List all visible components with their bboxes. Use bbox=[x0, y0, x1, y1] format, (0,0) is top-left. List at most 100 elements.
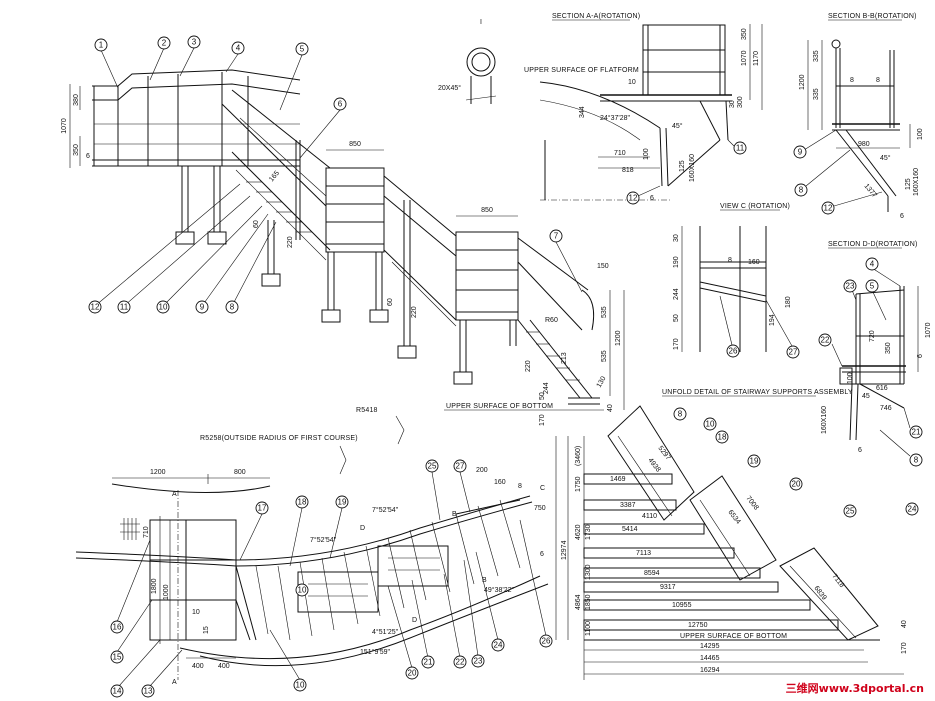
svg-text:10: 10 bbox=[296, 681, 305, 690]
svg-text:21: 21 bbox=[424, 658, 433, 667]
svg-text:13: 13 bbox=[144, 687, 153, 696]
svg-text:16: 16 bbox=[113, 623, 122, 632]
callout-6: 6 bbox=[333, 97, 347, 111]
b-dim-100: 100 bbox=[917, 128, 924, 140]
svg-text:4: 4 bbox=[870, 260, 875, 269]
detail-i-title: I bbox=[480, 19, 482, 26]
view-c: VIEW C (ROTATION) 30 190 8 160 244 50 17… bbox=[673, 203, 800, 359]
label-r5418: R5418 bbox=[356, 407, 378, 414]
d-callout-8: 8 bbox=[909, 453, 923, 467]
u-dim-4620: 4620 bbox=[575, 524, 582, 540]
watermark-text: 三维网www.3dportal.cn bbox=[786, 681, 924, 695]
unfold-title: UNFOLD DETAIL OF STAIRWAY SUPPORTS ASSEM… bbox=[662, 389, 853, 396]
svg-text:17: 17 bbox=[258, 504, 267, 513]
u-dim-4864: 4864 bbox=[575, 594, 582, 610]
a-callout-12: 12 bbox=[626, 191, 640, 205]
d-callout-22: 22 bbox=[818, 333, 832, 347]
svg-text:20: 20 bbox=[408, 669, 417, 678]
callout-4: 4 bbox=[231, 41, 245, 55]
u-callout-24: 24 bbox=[905, 502, 919, 516]
section-mark-b-bottom: B bbox=[482, 577, 487, 584]
dim-220b: 220 bbox=[525, 360, 532, 372]
dim-40: 40 bbox=[607, 404, 614, 412]
dim-850a: 850 bbox=[349, 141, 361, 148]
c-dim-170: 170 bbox=[673, 338, 680, 350]
dim-6: 6 bbox=[86, 153, 90, 160]
p-dim-6: 6 bbox=[540, 551, 544, 558]
svg-text:22: 22 bbox=[821, 336, 830, 345]
p-dim-400b: 400 bbox=[218, 663, 230, 670]
b-dim-335b: 335 bbox=[813, 88, 820, 100]
p-callout-14: 14 bbox=[110, 684, 124, 698]
svg-text:22: 22 bbox=[456, 658, 465, 667]
d-dim-6b: 6 bbox=[858, 447, 862, 454]
p-callout-24: 24 bbox=[491, 638, 505, 652]
svg-text:26: 26 bbox=[542, 637, 551, 646]
c-dim-50: 50 bbox=[673, 314, 680, 322]
u-dim-1469: 1469 bbox=[610, 476, 626, 483]
b-callout-12: 12 bbox=[821, 201, 835, 215]
u-dim-12974: 12974 bbox=[561, 540, 568, 560]
p-dim-800: 800 bbox=[234, 469, 246, 476]
svg-text:24: 24 bbox=[494, 641, 503, 650]
a-dim-6: 6 bbox=[650, 195, 654, 202]
a-dim-45: 45° bbox=[672, 122, 683, 130]
p-dim-8: 8 bbox=[518, 483, 522, 490]
svg-text:7: 7 bbox=[554, 232, 559, 241]
p-callout-15: 15 bbox=[110, 650, 124, 664]
d-dim-160: 160X160 bbox=[821, 406, 828, 434]
b-dim-980: 980 bbox=[858, 141, 870, 148]
dim-60: 60 bbox=[253, 220, 260, 228]
dim-850b: 850 bbox=[481, 207, 493, 214]
b-dim-160: 160X160 bbox=[913, 168, 920, 196]
c-dim-244: 244 bbox=[673, 288, 680, 300]
d-dim-350: 350 bbox=[885, 342, 892, 354]
svg-text:11: 11 bbox=[736, 144, 745, 153]
u-dim-3460: (3460) bbox=[575, 446, 582, 466]
p-callout-20: 20 bbox=[405, 666, 419, 680]
svg-text:9: 9 bbox=[200, 303, 205, 312]
dim-350: 350 bbox=[73, 144, 80, 156]
svg-text:12: 12 bbox=[629, 194, 638, 203]
callout-2: 2 bbox=[157, 36, 171, 50]
dim-535a: 535 bbox=[601, 306, 608, 318]
a-dim-10: 10 bbox=[628, 79, 636, 86]
dim-60b: 60 bbox=[387, 298, 394, 306]
svg-text:19: 19 bbox=[750, 457, 759, 466]
a-dim-344: 344 bbox=[579, 106, 586, 118]
b-callout-9: 9 bbox=[793, 145, 807, 159]
dim-170: 170 bbox=[539, 414, 546, 426]
u-dim-7008: 7008 bbox=[744, 495, 759, 512]
u-dim-3387: 3387 bbox=[620, 502, 636, 509]
main-elevation: 1070 380 350 6 165 60 220 850 850 150 R6… bbox=[61, 69, 625, 426]
a-dim-160: 160X160 bbox=[689, 154, 696, 182]
dim-150: 150 bbox=[597, 263, 609, 270]
p-dim-angle-b: 7°52'54" bbox=[372, 506, 399, 514]
section-b-title: SECTION B-B(ROTATION) bbox=[828, 13, 917, 20]
label-r5258: R5258(OUTSIDE RADIUS OF FIRST COURSE) bbox=[200, 435, 358, 442]
u-callout-19: 19 bbox=[747, 454, 761, 468]
section-mark-a-bottom: A bbox=[172, 679, 177, 686]
u-callout-25: 25 bbox=[843, 504, 857, 518]
u-dim-8594: 8594 bbox=[644, 570, 660, 577]
dim-165: 165 bbox=[268, 170, 281, 184]
svg-text:21: 21 bbox=[912, 428, 921, 437]
a-dim-1170: 1170 bbox=[753, 51, 760, 66]
dim-1070: 1070 bbox=[61, 118, 68, 134]
dim-220: 220 bbox=[287, 236, 294, 248]
svg-text:1: 1 bbox=[99, 41, 104, 50]
svg-text:27: 27 bbox=[789, 348, 798, 357]
u-dim-1730: 1730 bbox=[585, 524, 592, 540]
svg-text:2: 2 bbox=[162, 39, 167, 48]
dim-380: 380 bbox=[73, 94, 80, 106]
a-dim-100: 100 bbox=[643, 148, 650, 160]
u-callout-8: 8 bbox=[673, 407, 687, 421]
a-dim-710: 710 bbox=[614, 150, 626, 157]
callout-5: 5 bbox=[295, 42, 309, 56]
svg-text:5: 5 bbox=[870, 282, 875, 291]
label-upper-bottom-2: UPPER SURFACE OF BOTTOM bbox=[680, 633, 787, 640]
b-dim-8b: 8 bbox=[876, 77, 880, 84]
u-dim-7118: 7118 bbox=[830, 573, 845, 589]
u-dim-7113: 7113 bbox=[636, 550, 651, 557]
